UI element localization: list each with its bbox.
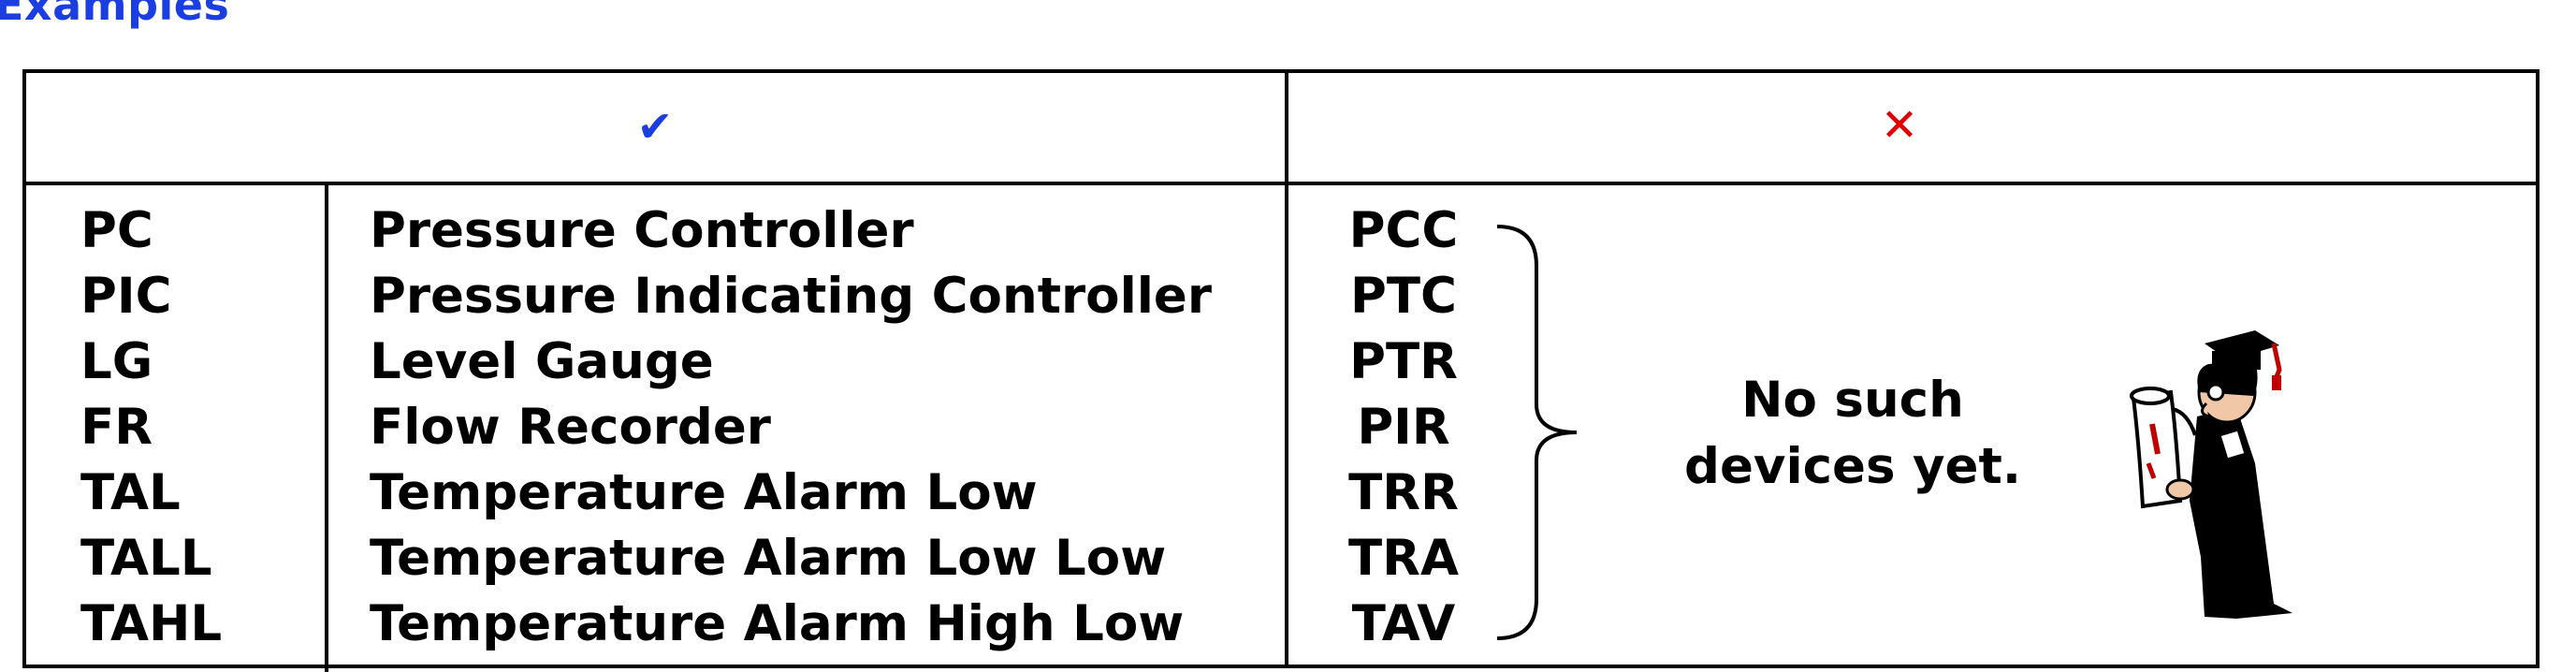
curly-brace [1496,225,1578,640]
examples-table [22,69,2540,668]
invalid-tags-list: PCC PTC PTR PIR TRR TRA TAV [1333,198,1474,657]
valid-tags-list: PC PIC LG FR TAL TALL TAHL [80,198,222,657]
invalid-tag: PIR [1357,399,1450,456]
valid-tag: TAHL [80,595,223,652]
no-devices-note: No such devices yet. [1652,367,2054,500]
valid-description: Flow Recorder [370,399,771,456]
valid-tag: FR [80,399,153,456]
invalid-tag: PTR [1349,333,1458,390]
graduate-illustration-icon [2130,330,2292,619]
invalid-tag: TAV [1351,595,1456,652]
valid-description: Pressure Indicating Controller [370,268,1212,325]
invalid-cross-icon: ✕ [1880,99,1919,152]
column-divider [1285,69,1288,668]
tag-description-divider [325,185,328,672]
note-line-2: devices yet. [1684,438,2021,495]
valid-descriptions-list: Pressure Controller Pressure Indicating … [370,198,1212,657]
valid-description: Temperature Alarm Low [370,464,1038,521]
valid-description: Pressure Controller [370,202,914,259]
note-line-1: No such [1741,372,1964,429]
page-heading: Examples [0,0,230,30]
invalid-tag: PCC [1348,202,1459,259]
valid-description: Level Gauge [370,333,714,390]
valid-tag: PIC [80,268,172,325]
invalid-tag: TRA [1348,530,1459,587]
valid-description: Temperature Alarm High Low [370,595,1185,652]
valid-check-icon: ✔ [636,101,674,152]
valid-description: Temperature Alarm Low Low [370,530,1167,587]
header-divider [22,182,2540,185]
valid-tag: LG [80,333,153,390]
valid-tag: PC [80,202,153,259]
valid-tag: TAL [80,464,181,521]
invalid-tag: PTC [1350,268,1457,325]
valid-tag: TALL [80,530,212,587]
invalid-tag: TRR [1348,464,1459,521]
